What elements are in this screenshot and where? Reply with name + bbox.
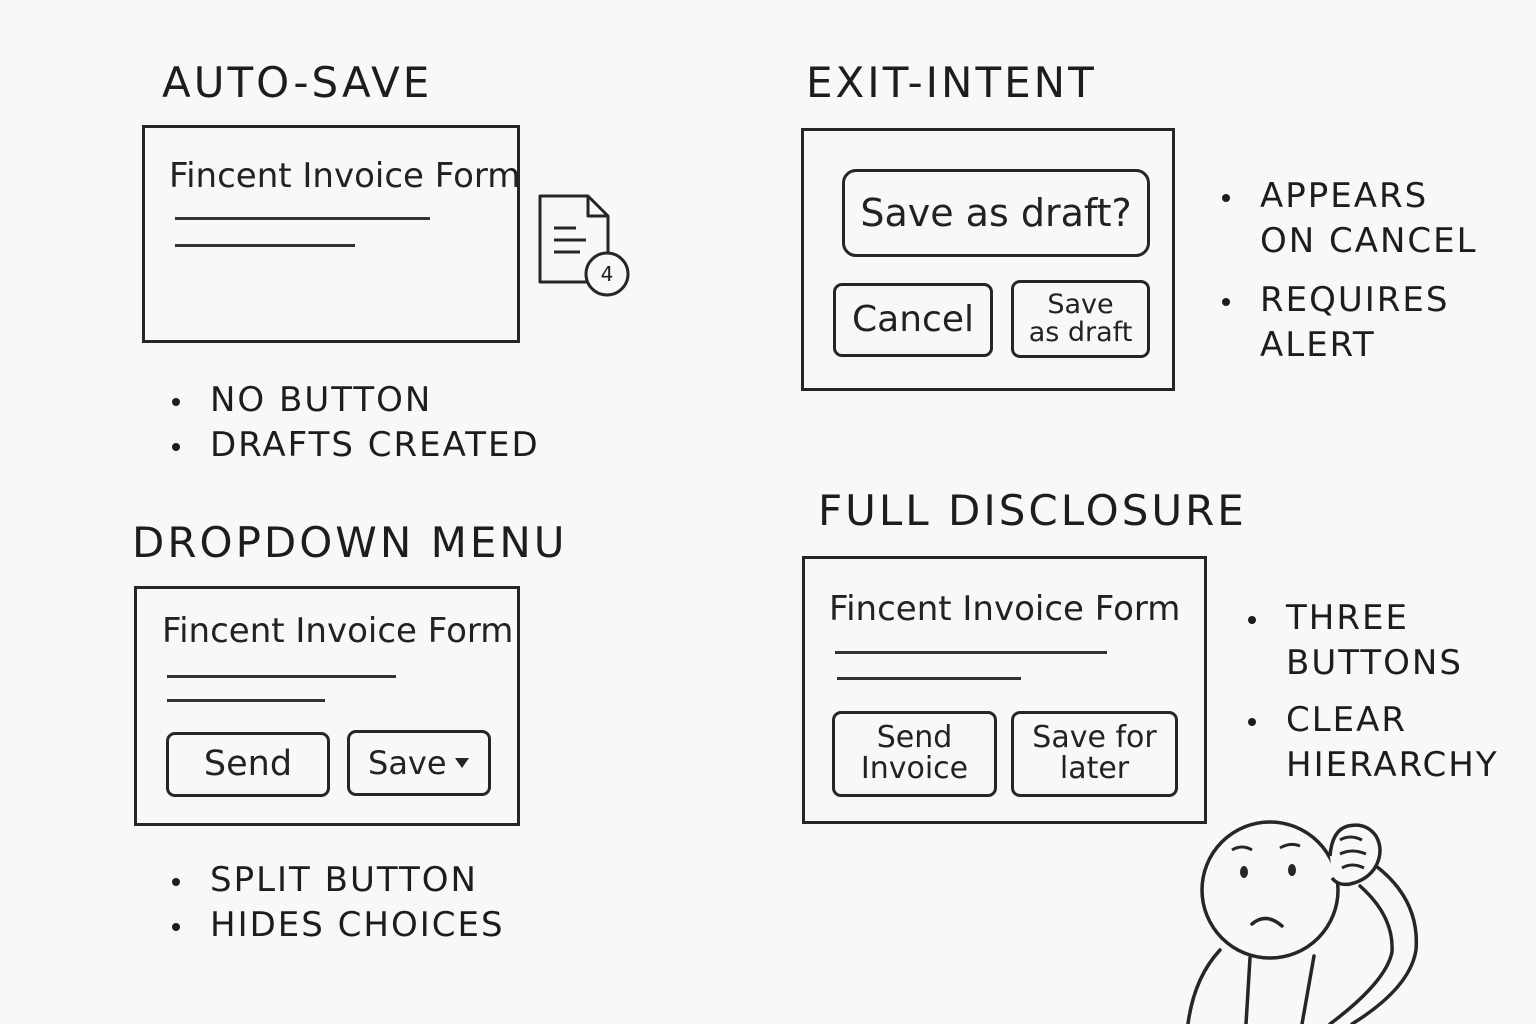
exit-intent-title: EXIT-INTENT bbox=[806, 58, 1097, 107]
full-disclosure-form-mockup: Fincent Invoice Form Send Invoice Save f… bbox=[802, 556, 1207, 824]
field-line bbox=[835, 651, 1107, 654]
bullet-item: APPEARS ON CANCEL bbox=[1222, 174, 1478, 264]
save-as-draft-button[interactable]: Save as draft bbox=[1011, 280, 1150, 358]
field-line bbox=[175, 244, 355, 247]
field-line bbox=[167, 675, 396, 678]
badge-count: 4 bbox=[586, 260, 628, 288]
caret-down-icon[interactable] bbox=[455, 758, 469, 768]
dropdown-menu-title: DROPDOWN MENU bbox=[132, 518, 568, 567]
full-disclosure-bullets: THREE BUTTONS CLEAR HIERARCHY bbox=[1248, 596, 1499, 788]
save-for-later-button[interactable]: Save for later bbox=[1011, 711, 1178, 797]
form-title: Fincent Invoice Form bbox=[829, 589, 1180, 629]
auto-save-bullets: NO BUTTON DRAFTS CREATED bbox=[172, 378, 540, 468]
form-title: Fincent Invoice Form bbox=[169, 156, 520, 196]
bullet-item: REQUIRES ALERT bbox=[1222, 278, 1478, 368]
field-line bbox=[837, 677, 1021, 680]
confused-person-illustration bbox=[1180, 800, 1510, 1024]
full-disclosure-title: FULL DISCLOSURE bbox=[818, 486, 1247, 535]
send-invoice-button[interactable]: Send Invoice bbox=[832, 711, 997, 797]
form-title: Fincent Invoice Form bbox=[162, 611, 513, 651]
bullet-item: DRAFTS CREATED bbox=[172, 423, 540, 468]
save-button-label: Save bbox=[368, 747, 447, 780]
bullet-item: CLEAR HIERARCHY bbox=[1248, 698, 1499, 788]
save-split-button[interactable]: Save bbox=[347, 730, 491, 796]
bullet-item: THREE BUTTONS bbox=[1248, 596, 1499, 686]
bullet-item: HIDES CHOICES bbox=[172, 903, 505, 948]
dropdown-bullets: SPLIT BUTTON HIDES CHOICES bbox=[172, 858, 505, 948]
cancel-button[interactable]: Cancel bbox=[833, 283, 993, 357]
auto-save-title: AUTO-SAVE bbox=[162, 58, 432, 107]
exit-intent-dialog-mockup: Save as draft? Cancel Save as draft bbox=[801, 128, 1175, 391]
field-line bbox=[175, 217, 430, 220]
save-as-draft-prompt: Save as draft? bbox=[842, 169, 1150, 257]
send-button[interactable]: Send bbox=[166, 732, 330, 797]
dropdown-form-mockup: Fincent Invoice Form Send Save bbox=[134, 586, 520, 826]
field-line bbox=[167, 699, 325, 702]
exit-intent-bullets: APPEARS ON CANCEL REQUIRES ALERT bbox=[1222, 174, 1478, 368]
bullet-item: SPLIT BUTTON bbox=[172, 858, 505, 903]
auto-save-form-mockup: Fincent Invoice Form bbox=[142, 125, 520, 343]
bullet-item: NO BUTTON bbox=[172, 378, 540, 423]
